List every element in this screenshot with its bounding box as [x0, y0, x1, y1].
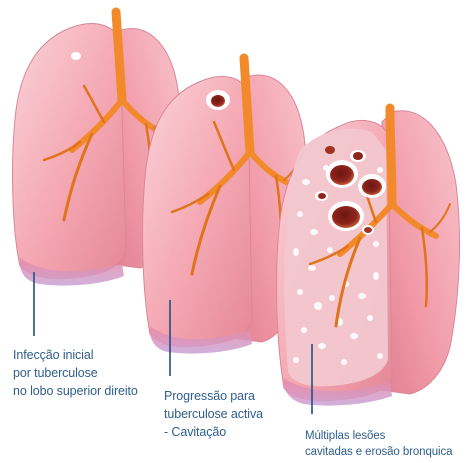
caption-line: - Cavitação	[164, 423, 263, 441]
caption-line: Múltiplas lesões	[305, 428, 452, 444]
cavitation-lesion	[206, 90, 230, 110]
caption-line: Infecção inicial	[13, 346, 138, 364]
caption-line: no lobo superior direito	[13, 382, 138, 400]
caption-line: tuberculose activa	[164, 405, 263, 423]
caption-line: Progressão para	[164, 387, 263, 405]
caption-line: cavitadas e erosão bronquica	[305, 444, 452, 460]
caption-stage-1: Infecção inicial por tuberculose no lobo…	[13, 346, 138, 400]
caption-stage-2: Progressão para tuberculose activa - Cav…	[164, 387, 263, 441]
lung-pair-3	[277, 108, 460, 406]
initial-lesion	[71, 52, 81, 60]
caption-stage-3: Múltiplas lesões cavitadas e erosão bron…	[305, 428, 452, 460]
caption-line: por tuberculose	[13, 364, 138, 382]
